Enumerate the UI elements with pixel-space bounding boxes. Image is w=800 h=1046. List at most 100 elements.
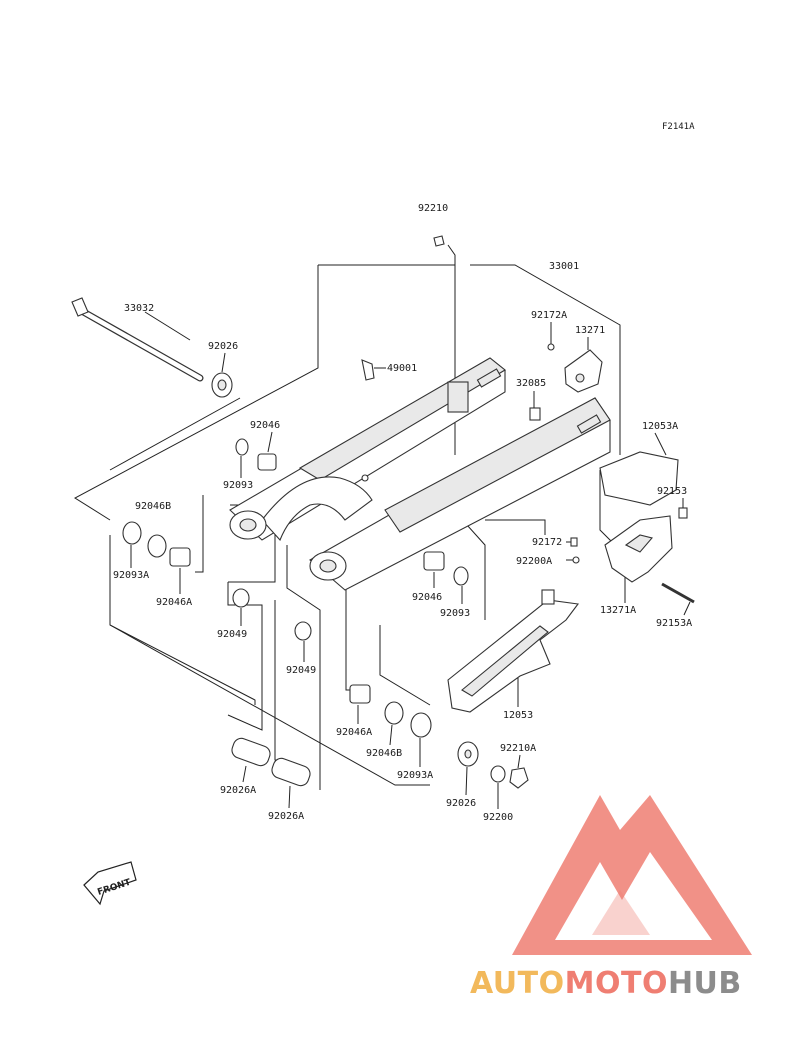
part-32085 bbox=[529, 407, 541, 421]
watermark-text: AUTOMOTOHUB bbox=[470, 966, 742, 1001]
part-13271-hole bbox=[575, 373, 585, 383]
label-ticks bbox=[130, 311, 691, 809]
figure-code: F2141A bbox=[662, 122, 695, 132]
leader-line bbox=[195, 495, 204, 573]
label-tick bbox=[221, 352, 226, 373]
label-92026: 92026 bbox=[208, 341, 238, 352]
label-92046B: 92046B bbox=[135, 501, 171, 512]
label-tick bbox=[267, 431, 273, 453]
swingarm-left-pivot-hole bbox=[239, 518, 257, 532]
part-12053-clip bbox=[541, 589, 555, 605]
pivot-axle bbox=[71, 297, 204, 382]
leader-line bbox=[470, 264, 621, 455]
grease-point bbox=[361, 474, 369, 482]
label-tick bbox=[683, 601, 691, 616]
part-92026A-right bbox=[271, 757, 311, 787]
label-12053: 12053 bbox=[503, 710, 533, 721]
swingarm-cross-member bbox=[261, 476, 373, 542]
label-92046-mid: 92046 bbox=[412, 592, 442, 603]
part-92049-left bbox=[232, 588, 250, 608]
part-92153A bbox=[661, 582, 695, 604]
part-92026-lower-hole bbox=[464, 749, 472, 759]
chain-slider bbox=[447, 589, 580, 713]
swingarm-lower-arm-top bbox=[384, 397, 611, 533]
pivot-axle-head bbox=[71, 297, 89, 317]
label-92049-left: 92049 bbox=[217, 629, 247, 640]
watermark-auto: AUTO bbox=[470, 966, 565, 1001]
label-13271: 13271 bbox=[575, 325, 605, 336]
part-92093-mid bbox=[453, 566, 469, 586]
part-92046-upper bbox=[257, 453, 277, 471]
watermark-hub: HUB bbox=[668, 966, 742, 1001]
label-92093: 92093 bbox=[223, 480, 253, 491]
part-92093A-left bbox=[122, 521, 142, 545]
part-49001 bbox=[361, 359, 375, 381]
part-92049-right bbox=[294, 621, 312, 641]
label-92172A: 92172A bbox=[531, 310, 567, 321]
label-92200A: 92200A bbox=[516, 556, 552, 567]
label-92153: 92153 bbox=[657, 486, 687, 497]
part-labels: 92210 33001 33032 92026 92172A 13271 490… bbox=[113, 203, 692, 823]
label-92046A: 92046A bbox=[156, 597, 192, 608]
pivot-axle-shaft-inner bbox=[77, 307, 203, 381]
part-92046A-lower bbox=[349, 684, 371, 704]
leader-line bbox=[274, 600, 301, 766]
label-33001: 33001 bbox=[549, 261, 579, 272]
leader-line bbox=[227, 582, 263, 731]
part-92200 bbox=[490, 765, 506, 783]
part-13271 bbox=[564, 349, 603, 393]
part-92153 bbox=[678, 507, 688, 519]
label-tick bbox=[389, 724, 393, 746]
watermark-logo-inner-icon bbox=[592, 890, 650, 935]
swingarm-upper-arm-top bbox=[298, 357, 506, 481]
label-92200: 92200 bbox=[483, 812, 513, 823]
label-92172: 92172 bbox=[532, 537, 562, 548]
label-92046B-lower: 92046B bbox=[366, 748, 402, 759]
leader-line bbox=[109, 535, 256, 705]
leader-line bbox=[74, 265, 319, 521]
label-tick bbox=[242, 765, 247, 783]
part-92046B-left bbox=[147, 534, 167, 558]
small-parts bbox=[122, 235, 695, 789]
leader-line bbox=[109, 624, 430, 786]
part-92210A bbox=[509, 767, 529, 789]
label-92046A-lower: 92046A bbox=[336, 727, 372, 738]
axle-slot-upper bbox=[476, 368, 502, 388]
label-92210: 92210 bbox=[418, 203, 448, 214]
part-92172 bbox=[570, 537, 578, 547]
part-12053A bbox=[599, 451, 679, 506]
part-92046-mid bbox=[423, 551, 445, 571]
label-92093A: 92093A bbox=[113, 570, 149, 581]
leader-line bbox=[345, 585, 360, 691]
label-33032: 33032 bbox=[124, 303, 154, 314]
label-tick bbox=[288, 785, 291, 809]
axle-slot-lower bbox=[576, 414, 602, 434]
chain-guide bbox=[599, 451, 679, 583]
part-92026A-left bbox=[231, 737, 271, 767]
label-13271A: 13271A bbox=[600, 605, 636, 616]
label-92026A-left: 92026A bbox=[220, 785, 256, 796]
watermark-logo: AUTOMOTOHUB bbox=[470, 795, 752, 1001]
part-92093A-lower bbox=[410, 712, 432, 738]
label-92093-mid: 92093 bbox=[440, 608, 470, 619]
part-92046A-left bbox=[169, 547, 191, 567]
label-32085: 32085 bbox=[516, 378, 546, 389]
swingarm-right-pivot-hole bbox=[319, 559, 337, 573]
part-92172A bbox=[547, 343, 555, 351]
part-92210 bbox=[433, 235, 445, 247]
part-92026-upper-hole bbox=[217, 379, 227, 391]
label-tick bbox=[465, 766, 468, 796]
label-tick bbox=[517, 754, 521, 769]
part-92093-upper bbox=[235, 438, 249, 456]
front-arrow: FRONT bbox=[83, 861, 137, 906]
leader-lines bbox=[74, 244, 626, 790]
part-92200A bbox=[572, 556, 580, 564]
watermark-moto: MOTO bbox=[565, 966, 668, 1001]
swingarm bbox=[229, 357, 611, 591]
leader-line bbox=[286, 545, 321, 790]
label-tick bbox=[144, 311, 191, 341]
label-92049-right: 92049 bbox=[286, 665, 316, 676]
label-92026A-right: 92026A bbox=[268, 811, 304, 822]
label-92046: 92046 bbox=[250, 420, 280, 431]
